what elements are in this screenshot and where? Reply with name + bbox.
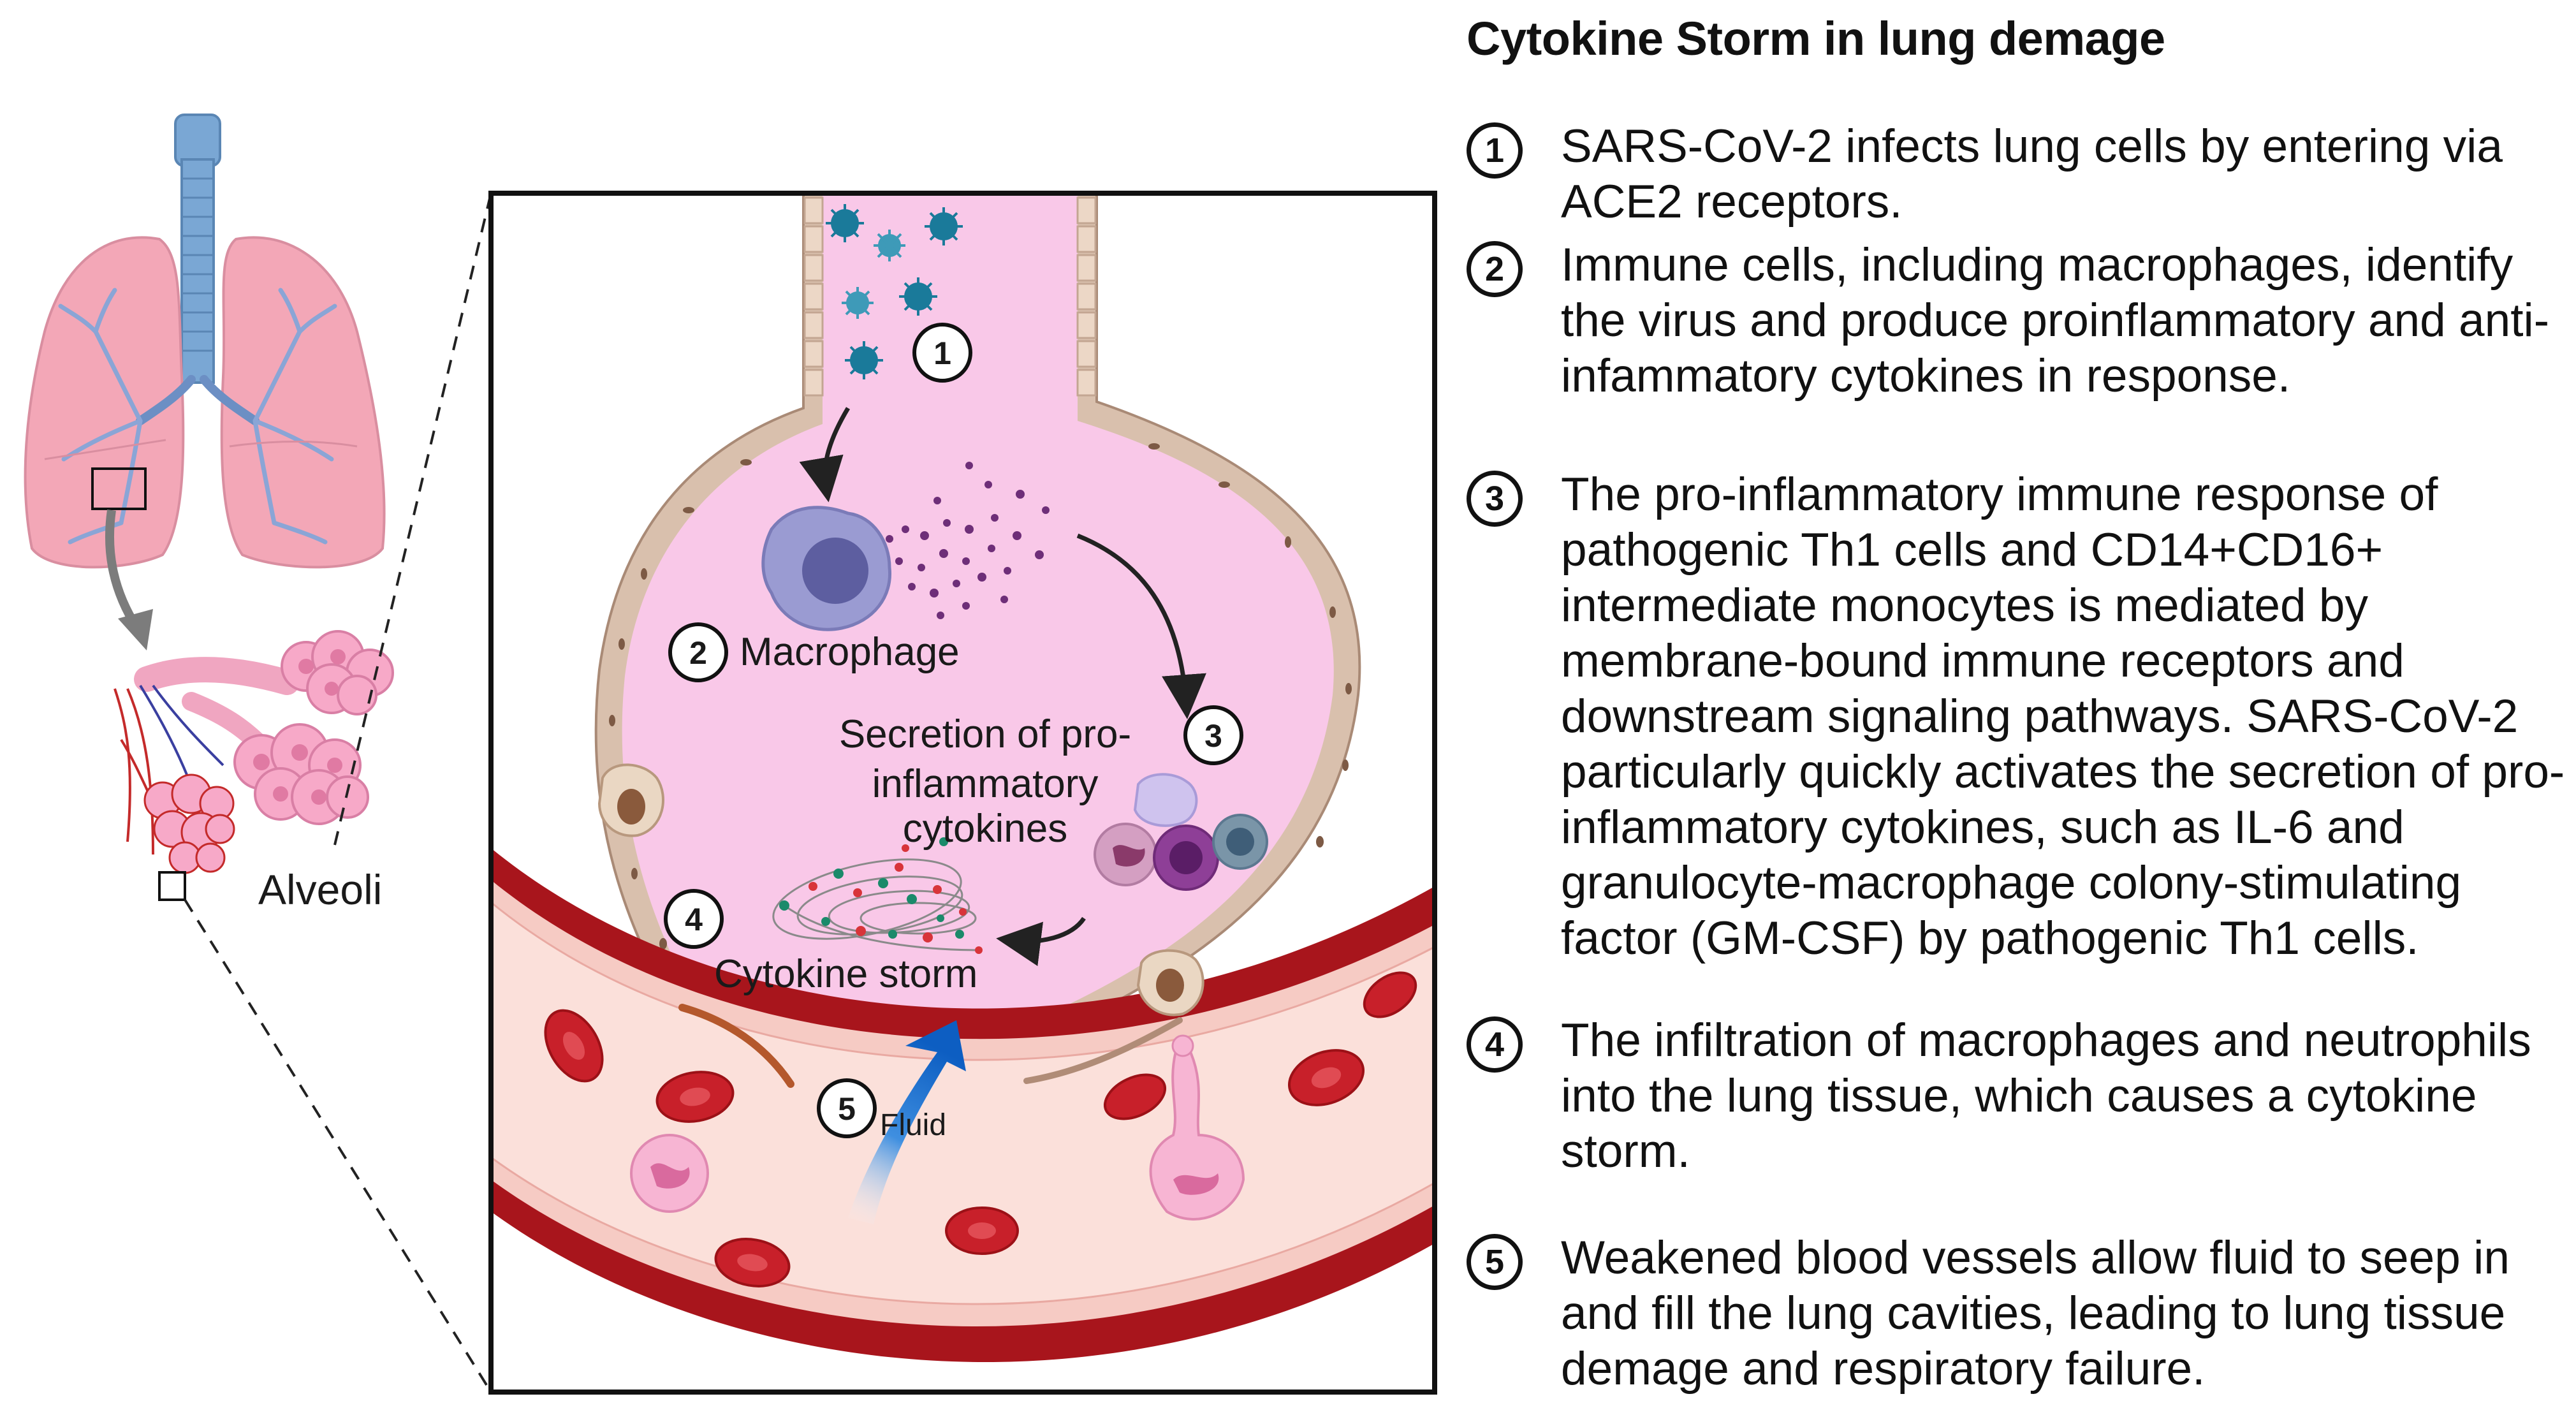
macrophage-label: Macrophage bbox=[740, 630, 960, 674]
svg-text:5: 5 bbox=[838, 1091, 856, 1127]
zoomed-alveolus-panel: 1 2 3 4 5 Macrophage Secretion of pro- i… bbox=[491, 193, 1435, 1363]
step-text: The infiltration of macrophages and neut… bbox=[1561, 1015, 2531, 1177]
secretion-label-line1: Secretion of pro- bbox=[839, 712, 1131, 756]
step-text: SARS-CoV-2 infects lung cells by enterin… bbox=[1561, 121, 2503, 228]
marker-2: 2 bbox=[668, 622, 728, 682]
diagram-canvas: Alveoli bbox=[24, 114, 1437, 1395]
zoom-panel-frame bbox=[488, 191, 1437, 1395]
cytokine-storm-dots bbox=[779, 837, 983, 954]
wall-macrophages bbox=[597, 763, 1204, 1016]
cytokine-storm-label: Cytokine storm bbox=[714, 952, 977, 996]
svg-text:4: 4 bbox=[685, 902, 703, 937]
lungs-illustration bbox=[24, 114, 386, 650]
cytokine-storm-swirl bbox=[772, 858, 983, 951]
virus-particles bbox=[826, 204, 963, 379]
step-text: Weakened blood vessels allow fluid to se… bbox=[1561, 1232, 2510, 1395]
secretion-label-line3: cytokines bbox=[903, 807, 1067, 851]
macrophage-cell bbox=[761, 506, 892, 631]
immune-cells bbox=[1094, 773, 1268, 891]
zoom-connector-top bbox=[333, 193, 492, 846]
svg-text:2: 2 bbox=[689, 635, 707, 671]
step-text: The pro-inflammatory immune response of … bbox=[1561, 469, 2565, 964]
step-number: 4 bbox=[1467, 1016, 1523, 1073]
zoom-connector-bottom bbox=[184, 898, 492, 1393]
svg-text:1: 1 bbox=[933, 335, 951, 371]
marker-1: 1 bbox=[912, 323, 972, 383]
step-number: 2 bbox=[1467, 241, 1523, 297]
marker-3: 3 bbox=[1183, 705, 1243, 765]
fluid-arrow bbox=[848, 1020, 966, 1224]
alveoli-label: Alveoli bbox=[258, 866, 382, 913]
marker-5: 5 bbox=[817, 1078, 877, 1138]
figure-title: Cytokine Storm in lung demage bbox=[1467, 12, 2165, 65]
step-number: 1 bbox=[1467, 122, 1523, 179]
step-number: 5 bbox=[1467, 1234, 1523, 1290]
legend-panel: Cytokine Storm in lung demage 1 SARS-CoV… bbox=[1467, 0, 2576, 1408]
step-text: Immune cells, including macrophages, ide… bbox=[1561, 239, 2550, 402]
step-number: 3 bbox=[1467, 471, 1523, 527]
marker-4: 4 bbox=[664, 889, 724, 949]
fluid-label: Fluid bbox=[880, 1108, 946, 1142]
secretion-label-line2: inflammatory bbox=[872, 762, 1099, 806]
svg-text:3: 3 bbox=[1204, 718, 1222, 754]
alveoli-cluster-illustration bbox=[113, 630, 394, 901]
